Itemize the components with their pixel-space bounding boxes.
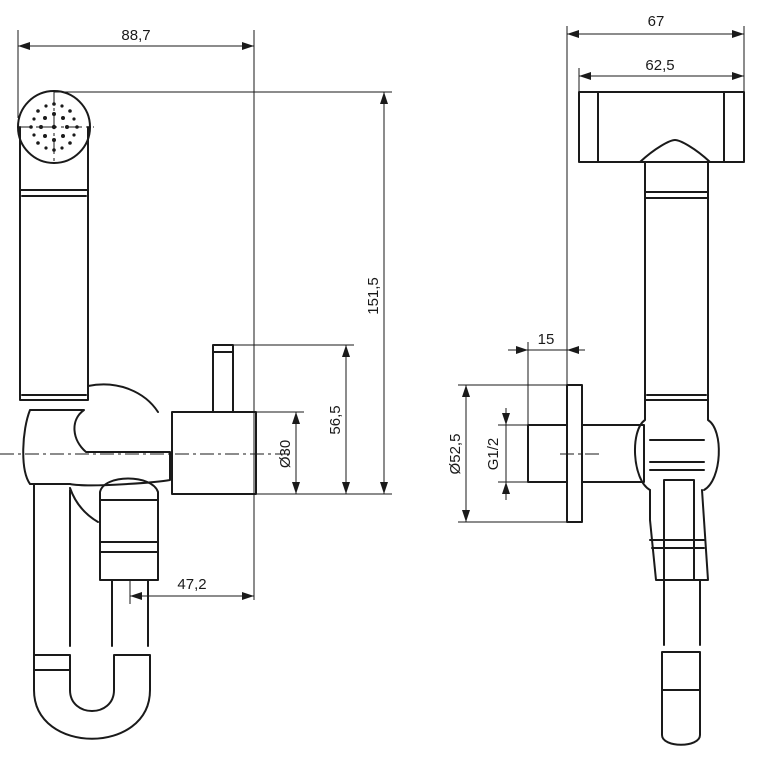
side-valve-body — [581, 424, 645, 483]
arrow-head — [380, 92, 388, 104]
holder-arc — [87, 383, 159, 413]
side-view — [527, 91, 745, 746]
spray-nozzle-holes — [29, 102, 79, 152]
dim-label-flange-diameter: Ø52,5 — [447, 434, 464, 475]
side-connector — [663, 479, 695, 581]
arrow-head — [130, 592, 142, 600]
arrow-head — [516, 346, 528, 354]
dim-label-front-width: 88,7 — [121, 27, 150, 44]
arrow-head — [732, 30, 744, 38]
side-neck-arc — [639, 139, 711, 163]
outlet-nut-top — [99, 477, 159, 501]
front-dimensions: 88,7 151,5 56,5 Ø30 47,2 — [17, 27, 392, 604]
arrow-head — [732, 72, 744, 80]
side-head — [578, 91, 745, 163]
side-dimensions: 67 62,5 15 Ø52,5 G1/2 — [447, 13, 745, 523]
dim-label-total-height: 151,5 — [365, 277, 382, 315]
dim-label-side-head: 62,5 — [645, 57, 674, 74]
arrow-head — [462, 385, 470, 397]
holder-bracket — [22, 409, 171, 487]
outlet-connector — [99, 499, 159, 581]
holder-ring-left — [634, 399, 651, 491]
arrow-head — [342, 345, 350, 357]
arrow-head — [579, 72, 591, 80]
front-view — [0, 90, 290, 740]
hose-bend — [69, 487, 99, 523]
dim-label-side-total: 67 — [648, 13, 665, 30]
arrow-head — [242, 592, 254, 600]
arrow-head — [380, 482, 388, 494]
valve-body — [171, 411, 257, 495]
side-handle — [644, 161, 709, 401]
side-hose — [663, 579, 701, 646]
side-connector-outline — [649, 489, 709, 581]
hose-u-loop — [33, 654, 151, 740]
arrow-head — [342, 482, 350, 494]
dim-label-valve-height: 56,5 — [327, 405, 344, 434]
dim-label-valve-diameter: Ø30 — [277, 440, 294, 468]
arrow-head — [242, 42, 254, 50]
arrow-head — [462, 510, 470, 522]
dim-label-outlet-offset: 47,2 — [177, 576, 206, 593]
handle-body — [19, 126, 89, 401]
arrow-head — [292, 412, 300, 424]
valve-lever — [212, 344, 234, 413]
arrow-head — [567, 346, 579, 354]
holder-ring-right — [703, 399, 720, 491]
arrow-head — [502, 482, 510, 494]
side-hose-loop — [661, 651, 701, 746]
arrow-head — [18, 42, 30, 50]
arrow-head — [292, 482, 300, 494]
arrow-head — [502, 413, 510, 425]
dim-label-flange-depth: 15 — [538, 331, 555, 348]
dim-label-thread: G1/2 — [485, 438, 502, 471]
arrow-head — [567, 30, 579, 38]
